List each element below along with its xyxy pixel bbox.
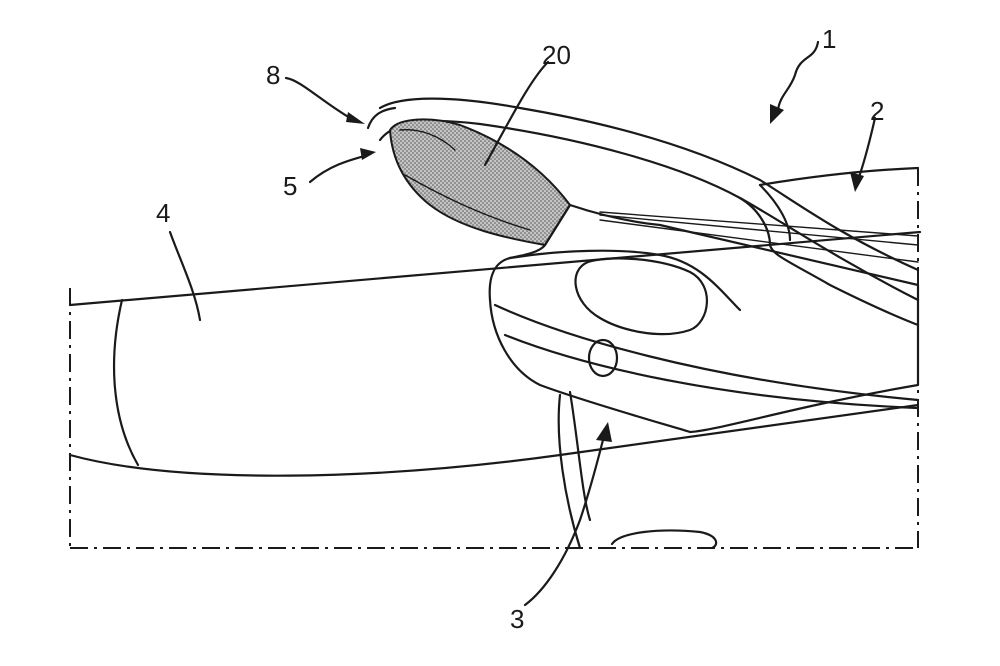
- label-part-8: 8: [266, 60, 280, 90]
- leader-lines: [170, 42, 875, 605]
- label-part-2: 2: [870, 96, 884, 126]
- label-part-3: 3: [510, 604, 524, 634]
- label-part-5: 5: [283, 171, 297, 201]
- label-vehicle-1: 1: [822, 24, 836, 54]
- label-part-4: 4: [156, 198, 170, 228]
- label-part-20: 20: [542, 40, 571, 70]
- shaded-element-20: [390, 119, 570, 245]
